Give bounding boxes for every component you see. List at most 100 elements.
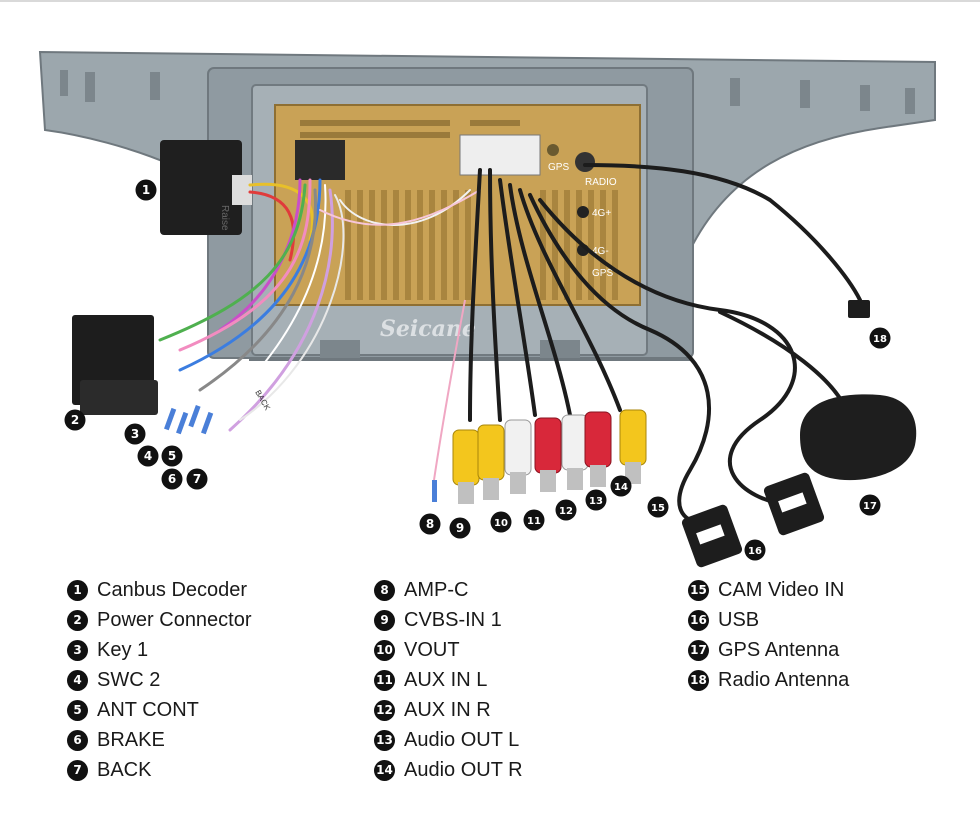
legend-item: 8 AMP-C	[374, 575, 523, 605]
svg-text:4: 4	[144, 449, 152, 463]
legend-label: Audio OUT L	[404, 728, 520, 751]
legend-number: 10	[374, 639, 395, 661]
legend-item: 4 SWC 2	[67, 665, 252, 695]
svg-text:15: 15	[651, 503, 665, 514]
callout-badge-18: 18	[869, 327, 891, 349]
svg-text:7: 7	[193, 472, 201, 486]
decoder-plug	[232, 175, 252, 205]
callout-badge-11: 11	[523, 509, 545, 531]
legend-item: 9 CVBS-IN 1	[374, 605, 523, 635]
callout-badge-12: 12	[555, 499, 577, 521]
wire-tips	[164, 404, 437, 502]
legend-number: 8	[374, 579, 395, 601]
power-socket	[295, 140, 345, 180]
legend-item: 11 AUX IN L	[374, 665, 523, 695]
legend-label: AUX IN L	[404, 668, 488, 691]
callout-badge-1: 1	[135, 179, 157, 201]
legend-label: Canbus Decoder	[97, 578, 248, 601]
top-divider	[0, 0, 980, 2]
radio-jack	[575, 152, 595, 172]
callout-badge-17: 17	[859, 494, 881, 516]
svg-text:2: 2	[71, 413, 79, 427]
gps-antenna-puck	[800, 394, 917, 481]
svg-text:8: 8	[426, 517, 434, 531]
legend-number: 2	[67, 609, 88, 631]
svg-text:9: 9	[456, 521, 464, 535]
svg-text:11: 11	[527, 516, 541, 527]
callout-badge-7: 7	[186, 468, 208, 490]
legend-label: USB	[718, 608, 760, 631]
radio-label: RADIO	[585, 177, 617, 188]
usb-plugs	[681, 472, 825, 568]
wire-harness	[158, 178, 481, 432]
legend-number: 7	[67, 759, 88, 781]
svg-text:5: 5	[168, 449, 176, 463]
legend-label: AMP-C	[404, 578, 469, 601]
power-connector-lower	[80, 380, 158, 415]
harness-socket	[459, 134, 541, 176]
4g-plus-label: 4G+	[592, 208, 611, 219]
callout-badge-6: 6	[161, 468, 183, 490]
chassis-vents	[300, 120, 520, 138]
amp-wire	[433, 299, 466, 481]
gps-jack	[547, 144, 559, 156]
legend-number: 13	[374, 729, 395, 751]
legend-item: 2 Power Connector	[67, 605, 252, 635]
callout-badge-3: 3	[124, 423, 146, 445]
callout-badge-5: 5	[161, 445, 183, 467]
svg-text:12: 12	[559, 506, 573, 517]
legend-label: BACK	[97, 758, 152, 781]
heat-sink-fins	[345, 190, 618, 300]
legend-number: 14	[374, 759, 395, 781]
decoder-brand: Raise	[219, 205, 230, 231]
rca-plugs	[452, 409, 647, 504]
legend-item: 15 CAM Video IN	[688, 575, 849, 605]
callout-badge-15: 15	[647, 496, 669, 518]
svg-text:16: 16	[748, 546, 762, 557]
radio-antenna-plug	[848, 300, 870, 318]
legend-label: Radio Antenna	[718, 668, 850, 691]
legend-label: AUX IN R	[404, 698, 491, 721]
canbus-decoder-box	[160, 140, 242, 235]
legend-number: 11	[374, 669, 395, 691]
legend-number: 15	[688, 579, 709, 601]
legend-number: 1	[67, 579, 88, 601]
legend-label: CAM Video IN	[718, 578, 845, 601]
legend-label: SWC 2	[97, 668, 161, 691]
gps-label-2: GPS	[592, 268, 613, 279]
svg-text:10: 10	[494, 518, 508, 529]
callout-badge-4: 4	[137, 445, 159, 467]
legend-label: ANT CONT	[97, 698, 199, 721]
legend-item: 18 Radio Antenna	[688, 665, 849, 695]
callout-badge-16: 16	[744, 539, 766, 561]
legend-number: 18	[688, 669, 709, 691]
legend-label: CVBS-IN 1	[404, 608, 502, 631]
callout-badge-14: 14	[610, 475, 632, 497]
svg-text:14: 14	[614, 482, 628, 493]
callout-badge-2: 2	[64, 409, 86, 431]
legend-label: Power Connector	[97, 608, 252, 631]
legend-label: BRAKE	[97, 728, 165, 751]
legend-number: 9	[374, 609, 395, 631]
legend-item: 14 Audio OUT R	[374, 755, 523, 785]
cable-bundle	[468, 163, 862, 526]
svg-text:6: 6	[168, 472, 176, 486]
wiring-diagram: GPS RADIO 4G+ 4G- GPS Seicane Raise BACK	[38, 50, 936, 568]
callout-badge-13: 13	[585, 489, 607, 511]
legend-number: 4	[67, 669, 88, 691]
callout-badge-10: 10	[490, 511, 512, 533]
legend-label: Audio OUT R	[404, 758, 523, 781]
callout-badge-8: 8	[419, 513, 441, 535]
svg-text:18: 18	[873, 334, 887, 345]
svg-text:17: 17	[863, 501, 877, 512]
